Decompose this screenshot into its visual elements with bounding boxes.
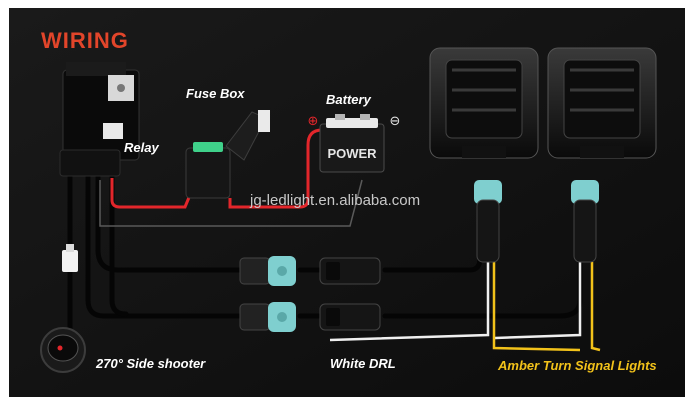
fuse-box [185, 110, 270, 199]
switch-label: 270° Side shooter [96, 356, 206, 371]
battery-positive-icon: ⊕ [308, 114, 319, 129]
led-lamp-right [547, 47, 657, 159]
diagram-title: WIRING [41, 28, 129, 53]
red-wires [110, 128, 323, 209]
signal-wires [329, 260, 601, 352]
relay [59, 62, 140, 177]
watermark-text: jg-ledlight.en.alibaba.com [250, 192, 421, 209]
dt-connector-lower [239, 302, 296, 332]
white-drl-label: White DRL [330, 356, 396, 371]
battery [319, 114, 385, 173]
amber-turn-signal-label: Amber Turn Signal Lights [498, 358, 657, 373]
dt-connector-lamp-right [571, 180, 599, 263]
fuse-box-label: Fuse Box [186, 86, 245, 101]
battery-label: Battery [326, 92, 371, 107]
battery-negative-icon: ⊖ [390, 114, 401, 129]
relay-label: Relay [124, 140, 159, 155]
dt-connector-lamp-left [474, 180, 502, 263]
dt-plug-upper [319, 257, 381, 285]
led-lamp-left [429, 47, 539, 159]
battery-brand-label: POWER [327, 146, 377, 161]
dt-connector-upper [239, 256, 296, 286]
inline-fuse-holder [62, 244, 78, 272]
dt-plug-lower [319, 303, 381, 331]
ground-wire [99, 179, 363, 227]
side-shooter-switch [40, 327, 86, 373]
